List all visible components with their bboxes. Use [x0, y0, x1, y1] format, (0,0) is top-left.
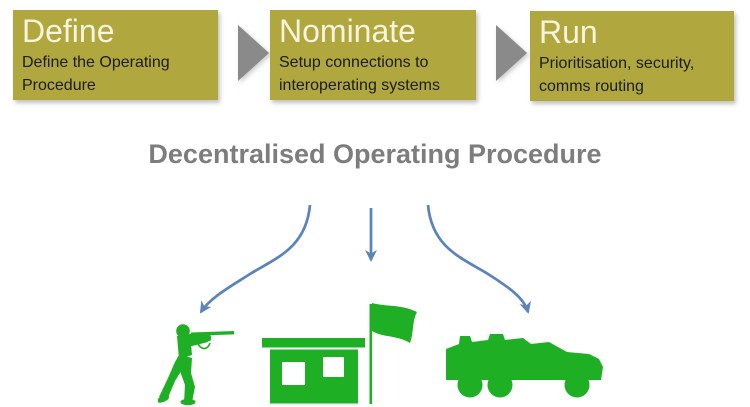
connector-arrow-left	[199, 204, 312, 314]
flow-chevron-icon	[238, 25, 269, 81]
step-title-define: Define	[22, 13, 115, 49]
military-truck-icon	[446, 334, 603, 398]
hq-building-flag-icon	[262, 303, 417, 404]
diagram-subtitle: Decentralised Operating Procedure	[148, 139, 602, 169]
step-title-nominate: Nominate	[279, 13, 416, 49]
step-box-run: Run Prioritisation, security, comms rout…	[530, 11, 734, 101]
step-box-nominate: Nominate Setup connections to interopera…	[270, 10, 476, 100]
step-description-define: Define the Operating Procedure	[22, 54, 170, 94]
flow-chevron-icon	[496, 25, 527, 81]
step-description-nominate: Setup connections to interoperating syst…	[279, 54, 440, 94]
step-box-define: Define Define the Operating Procedure	[13, 10, 218, 100]
soldier-icon	[158, 324, 235, 406]
step-description-run: Prioritisation, security, comms routing	[539, 55, 695, 95]
step-title-run: Run	[539, 14, 598, 50]
connector-arrow-right	[426, 204, 532, 314]
